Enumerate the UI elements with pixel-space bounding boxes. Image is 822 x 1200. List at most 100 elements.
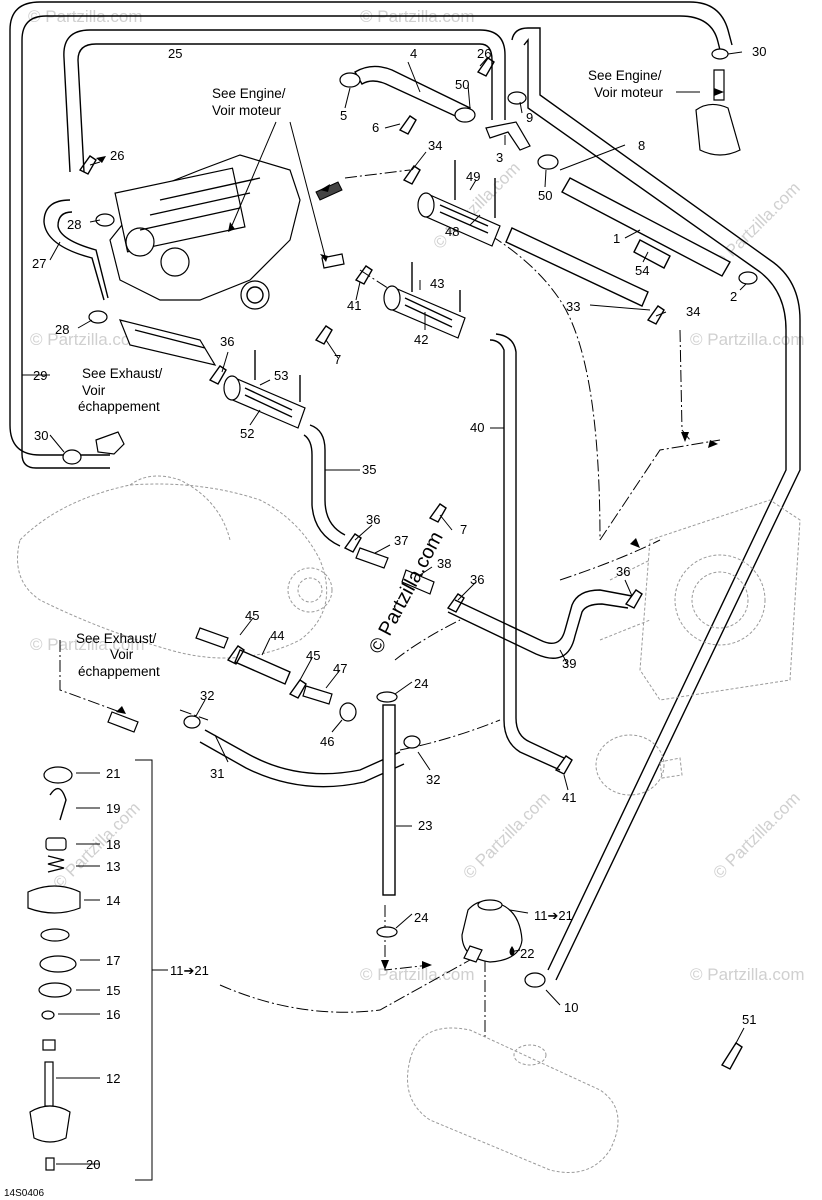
- part-20: [45, 1157, 55, 1171]
- callout: 10: [564, 1000, 578, 1015]
- clamp-51: [720, 1042, 743, 1070]
- tube-23: [382, 704, 396, 896]
- fitting-38: [401, 569, 435, 595]
- callout: 21: [106, 766, 120, 781]
- callout: 24: [414, 910, 428, 925]
- drop-icon: [509, 946, 515, 956]
- callout: 53: [274, 368, 288, 383]
- callout: 49: [466, 169, 480, 184]
- callout: 36: [220, 334, 234, 349]
- callouts: 25 4 26 30 50 5 9 6 34 8 26 3 49 50 28 4…: [32, 44, 766, 1172]
- clamp-36b: [343, 533, 362, 553]
- clamp-41b: [554, 755, 573, 775]
- watermark: © Partzilla.com: [709, 788, 803, 882]
- callout: 36: [616, 564, 630, 579]
- svg-text:See Exhaust/: See Exhaust/: [76, 631, 157, 646]
- tank: [407, 1027, 619, 1173]
- callout: 20: [86, 1157, 100, 1172]
- cap-46: [339, 702, 357, 722]
- callout: 17: [106, 953, 120, 968]
- callout: 48: [445, 224, 459, 239]
- watermark: © Partzilla.com: [30, 330, 145, 349]
- hose-27: [43, 199, 105, 301]
- fitting-37: [355, 547, 389, 569]
- callout: 34: [428, 138, 442, 153]
- callout: 44: [270, 628, 284, 643]
- svg-text:Voir moteur: Voir moteur: [594, 85, 664, 100]
- part-13: [47, 855, 65, 873]
- fitting-3: [485, 121, 531, 151]
- sphere-valve: [595, 734, 683, 796]
- cylinder-48: [417, 160, 501, 247]
- part-18: [45, 837, 67, 851]
- callout: 47: [333, 661, 347, 676]
- clamp-group: [62, 48, 758, 988]
- callout: 26: [477, 46, 491, 61]
- hose-39: [454, 589, 633, 644]
- callout: 9: [526, 110, 533, 125]
- callout: 22: [520, 946, 534, 961]
- callout: 54: [635, 263, 649, 278]
- cylinder-42: [383, 262, 466, 339]
- watermark: © Partzilla.com: [690, 965, 805, 984]
- callout: 28: [67, 217, 81, 232]
- svg-text:échappement: échappement: [78, 399, 160, 414]
- clamp-9: [507, 91, 527, 105]
- callout: 34: [686, 304, 700, 319]
- callout: 41: [562, 790, 576, 805]
- clamp-36c: [446, 593, 465, 613]
- part-16b: [42, 1039, 56, 1051]
- clamp-36d: [624, 589, 643, 609]
- callout: 31: [210, 766, 224, 781]
- clamp-41a: [354, 265, 373, 285]
- fitting-30b: [713, 69, 725, 101]
- callout: 36: [470, 572, 484, 587]
- callout: 7: [334, 352, 341, 367]
- callout: 35: [362, 462, 376, 477]
- hose-40: [489, 339, 561, 771]
- callout: 38: [437, 556, 451, 571]
- hose-1: [561, 177, 731, 277]
- fitting-left: [315, 181, 343, 201]
- clamp-6: [398, 115, 417, 135]
- exhaust-flange: [599, 499, 801, 701]
- callout: 8: [638, 138, 645, 153]
- clamp-30b: [711, 48, 729, 60]
- part-17: [39, 955, 77, 973]
- callout: 41: [347, 298, 361, 313]
- valve-stack: [27, 759, 153, 1181]
- callout: 27: [32, 256, 46, 271]
- callout: 23: [418, 818, 432, 833]
- callout: 30: [752, 44, 766, 59]
- hose-54: [633, 239, 671, 269]
- clamp-34b: [646, 305, 665, 325]
- callout: 45: [245, 608, 259, 623]
- callout: 37: [394, 533, 408, 548]
- callout: 16: [106, 1007, 120, 1022]
- hose-33: [505, 227, 649, 307]
- drawing-code: 14S0406: [4, 1188, 44, 1199]
- note-engine-2: See Engine/ Voir moteur: [588, 68, 664, 100]
- callout: 32: [200, 688, 214, 703]
- callout: 51: [742, 1012, 756, 1027]
- callout: 15: [106, 983, 120, 998]
- part-19: [49, 787, 67, 821]
- svg-text:Voir: Voir: [110, 647, 134, 662]
- clamp-10: [524, 972, 546, 988]
- clamp-5: [339, 72, 361, 88]
- callout: 32: [426, 772, 440, 787]
- svg-text:See Engine/: See Engine/: [588, 68, 662, 83]
- callout: 2: [730, 289, 737, 304]
- reservoir: [461, 899, 523, 963]
- callout-range: 11➔21: [170, 963, 209, 978]
- clamp-36a: [208, 365, 227, 385]
- svg-text:Voir: Voir: [82, 383, 106, 398]
- spring-clamps: [78, 57, 743, 1070]
- callout: 30: [34, 428, 48, 443]
- fitting-left-lower: [107, 711, 139, 733]
- clamp-45a: [226, 645, 245, 665]
- callout: 42: [414, 332, 428, 347]
- callout: 52: [240, 426, 254, 441]
